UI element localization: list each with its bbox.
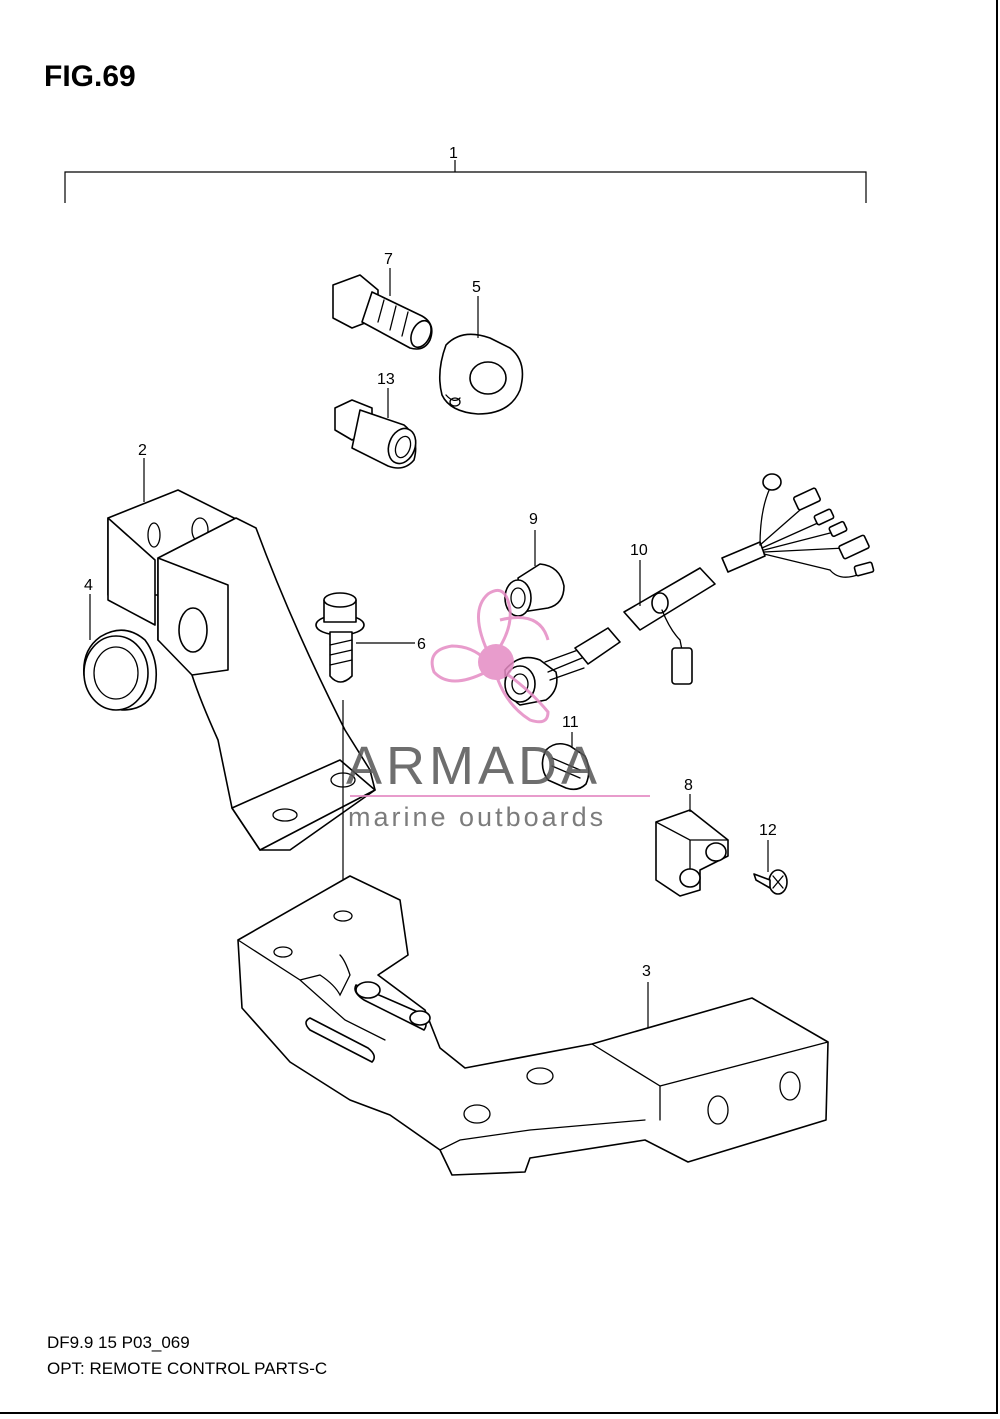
assembly-bracket — [64, 160, 867, 203]
part-6-bolt — [315, 592, 415, 683]
part-13-spacer — [334, 388, 417, 469]
propeller-logo-icon — [430, 589, 550, 724]
callout-11: 11 — [562, 714, 579, 731]
callout-2: 2 — [138, 442, 147, 459]
watermark-brand: ARMADA — [346, 736, 601, 796]
model-code: DF9.9 15 P03_069 — [47, 1333, 190, 1352]
callout-13: 13 — [377, 371, 395, 388]
part-8-clamp — [655, 794, 729, 897]
part-11-grommet — [541, 732, 590, 791]
armada-watermark: ARMADA marine outboards — [346, 589, 650, 832]
callout-4: 4 — [84, 577, 93, 594]
watermark-tagline: marine outboards — [348, 802, 606, 832]
figure-caption: OPT: REMOTE CONTROL PARTS-C — [47, 1359, 328, 1378]
callout-9: 9 — [529, 511, 538, 528]
callout-6: 6 — [417, 636, 426, 653]
part-4-grommet — [83, 594, 158, 711]
part-10-harness — [504, 473, 875, 706]
part-5-clip — [438, 296, 524, 415]
part-2-bracket — [107, 458, 376, 910]
part-3-bracket — [237, 875, 829, 1176]
part-12-screw — [753, 840, 788, 895]
callout-1: 1 — [449, 145, 458, 162]
figure-title: FIG.69 — [44, 60, 136, 93]
callout-8: 8 — [684, 777, 693, 794]
part-7-bolt — [332, 268, 433, 350]
callout-12: 12 — [759, 822, 777, 839]
part-9-grommet — [504, 530, 565, 617]
callout-7: 7 — [384, 251, 393, 268]
callout-5: 5 — [472, 279, 481, 296]
callout-3: 3 — [642, 963, 651, 980]
callout-10: 10 — [630, 542, 648, 559]
